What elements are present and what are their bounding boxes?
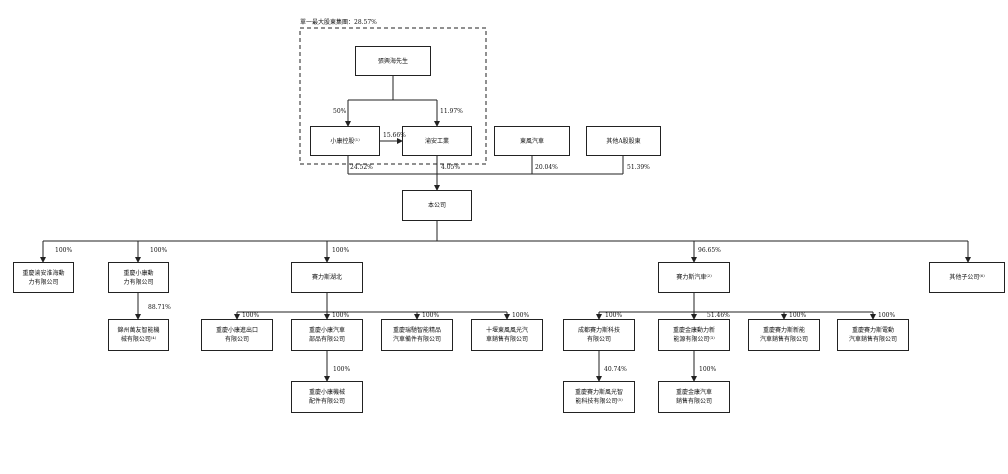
node-jinzhou-line2: 械有限公司⁽⁴⁾ bbox=[120, 336, 157, 343]
node-machinery-line2: 配件有限公司 bbox=[308, 398, 345, 405]
node-jinzhou-line1: 錦州萬友智能機 bbox=[117, 327, 160, 334]
pct-xkpower-jinzhou: 88.71% bbox=[148, 304, 171, 311]
node-xk-auto-parts: 重慶小康汽車部品有限公司 bbox=[291, 319, 363, 351]
node-jinkang-line1: 重慶金康動力新 bbox=[672, 327, 715, 334]
node-chengdu-line1: 成都賽力斯科技 bbox=[577, 327, 620, 334]
pct-chengdu-fengguang: 40.74% bbox=[604, 366, 627, 373]
node-hubei-text: 賽力斯湖北 bbox=[311, 274, 342, 281]
node-yuan-industry: 渝安工業 bbox=[402, 126, 472, 156]
node-dongfeng-text: 東風汽車 bbox=[519, 137, 544, 145]
pct-zhang-yuan: 11.97% bbox=[440, 108, 463, 115]
node-xiaokang-text: 小康控股⁽¹⁾ bbox=[330, 137, 360, 145]
pct-hubei-ruichi: 100% bbox=[422, 312, 440, 319]
pct-company-hubei: 100% bbox=[332, 247, 350, 254]
node-parts-line1: 重慶小康汽車 bbox=[308, 327, 345, 334]
node-yuan-text: 渝安工業 bbox=[424, 137, 449, 145]
node-company: 本公司 bbox=[402, 190, 472, 221]
pct-seresauto-evsales: 100% bbox=[878, 312, 896, 319]
pct-yuan-company: 4.05% bbox=[441, 164, 461, 171]
node-seres-auto-text: 賽力斯汽車⁽²⁾ bbox=[676, 274, 712, 281]
node-chengdu: 成都賽力斯科技有限公司 bbox=[563, 319, 635, 351]
node-seres-auto: 賽力斯汽車⁽²⁾ bbox=[658, 262, 730, 293]
node-chengdu-line2: 有限公司 bbox=[586, 336, 611, 343]
pct-dongfeng-company: 20.04% bbox=[535, 164, 558, 171]
node-seres-ev-sales: 重慶賽力斯電動汽車銷售有限公司 bbox=[837, 319, 909, 351]
node-zhang-text: 張興海先生 bbox=[377, 57, 408, 65]
node-jksales-line2: 銷售有限公司 bbox=[675, 398, 712, 405]
node-evsales-line2: 汽車銷售有限公司 bbox=[848, 336, 897, 343]
pct-seresauto-jinkang: 51.46% bbox=[707, 312, 730, 319]
node-xkpower-line2: 力有限公司 bbox=[123, 278, 154, 286]
pct-seresauto-chengdu: 100% bbox=[605, 312, 623, 319]
node-jinkang-line2: 能源有限公司⁽³⁾ bbox=[673, 336, 715, 343]
node-parts-line2: 部品有限公司 bbox=[308, 336, 345, 343]
node-import-line2: 有限公司 bbox=[224, 336, 249, 343]
node-zhang: 張興海先生 bbox=[355, 46, 431, 76]
node-other-subsidiaries: 其他子公司⁽⁶⁾ bbox=[929, 262, 1005, 293]
pct-xiaokang-yuan: 15.66% bbox=[383, 132, 406, 139]
pct-hubei-import: 100% bbox=[242, 312, 260, 319]
node-ruichi-line2: 汽車備件有限公司 bbox=[392, 336, 441, 343]
pct-company-yuxin: 100% bbox=[55, 247, 73, 254]
pct-seresauto-nesales: 100% bbox=[789, 312, 807, 319]
node-seres-hubei: 賽力斯湖北 bbox=[291, 262, 363, 293]
node-fengguang-line2: 能科技有限公司⁽⁵⁾ bbox=[575, 398, 623, 405]
node-company-text: 本公司 bbox=[427, 202, 446, 209]
node-ruichi: 重慶瑞馳智能精品汽車備件有限公司 bbox=[381, 319, 453, 351]
pct-company-seresauto: 96.65% bbox=[698, 247, 721, 254]
node-shiyan-line1: 十堰東風風光汽 bbox=[485, 327, 528, 334]
group-label: 單一最大股東集團：28.57% bbox=[300, 19, 377, 26]
pct-hubei-shiyan: 100% bbox=[512, 312, 530, 319]
node-jinzhou: 錦州萬友智能機械有限公司⁽⁴⁾ bbox=[108, 319, 169, 351]
node-yuxin-line1: 重慶渝安淮海動 bbox=[22, 269, 65, 277]
pct-company-xkpower: 100% bbox=[150, 247, 168, 254]
node-xk-import-export: 重慶小康進出口有限公司 bbox=[201, 319, 273, 351]
node-fengguang-line1: 重慶賽力斯風光智 bbox=[574, 389, 623, 396]
node-jinkang-energy: 重慶金康動力新能源有限公司⁽³⁾ bbox=[658, 319, 730, 351]
pct-hubei-parts: 100% bbox=[332, 312, 350, 319]
pct-parts-machinery: 100% bbox=[333, 366, 351, 373]
node-machinery-line1: 重慶小康機械 bbox=[308, 389, 345, 396]
pct-xiaokang-company: 24.52% bbox=[350, 164, 373, 171]
node-dongfeng: 東風汽車 bbox=[494, 126, 570, 156]
node-shiyan: 十堰東風風光汽車銷售有限公司 bbox=[471, 319, 543, 351]
node-xkpower-line1: 重慶小康動 bbox=[123, 269, 154, 277]
node-nesales-line2: 汽車銷售有限公司 bbox=[759, 336, 808, 343]
node-other-subs-text: 其他子公司⁽⁶⁾ bbox=[949, 274, 985, 281]
node-xk-machinery: 重慶小康機械配件有限公司 bbox=[291, 381, 363, 413]
node-yuxin: 重慶渝安淮海動力有限公司 bbox=[13, 262, 74, 293]
node-seres-ne-sales: 重慶賽力斯新能汽車銷售有限公司 bbox=[748, 319, 820, 351]
node-xiaokang-power: 重慶小康動力有限公司 bbox=[108, 262, 169, 293]
node-evsales-line1: 重慶賽力斯電動 bbox=[851, 327, 894, 334]
node-xiaokang-holdings: 小康控股⁽¹⁾ bbox=[310, 126, 380, 156]
node-jinkang-sales: 重慶金康汽車銷售有限公司 bbox=[658, 381, 730, 413]
node-ruichi-line1: 重慶瑞馳智能精品 bbox=[392, 327, 441, 334]
node-nesales-line1: 重慶賽力斯新能 bbox=[762, 327, 805, 334]
node-jksales-line1: 重慶金康汽車 bbox=[675, 389, 712, 396]
pct-zhang-xiaokang: 50% bbox=[333, 108, 347, 115]
node-shiyan-line2: 車銷售有限公司 bbox=[485, 336, 528, 343]
node-other-a-text: 其他A股股東 bbox=[606, 137, 641, 145]
node-fengguang: 重慶賽力斯風光智能科技有限公司⁽⁵⁾ bbox=[563, 381, 635, 413]
pct-jinkang-sales: 100% bbox=[699, 366, 717, 373]
pct-others-company: 51.39% bbox=[627, 164, 650, 171]
node-import-line1: 重慶小康進出口 bbox=[215, 327, 258, 334]
node-other-a-shareholders: 其他A股股東 bbox=[586, 126, 661, 156]
node-yuxin-line2: 力有限公司 bbox=[28, 278, 59, 286]
